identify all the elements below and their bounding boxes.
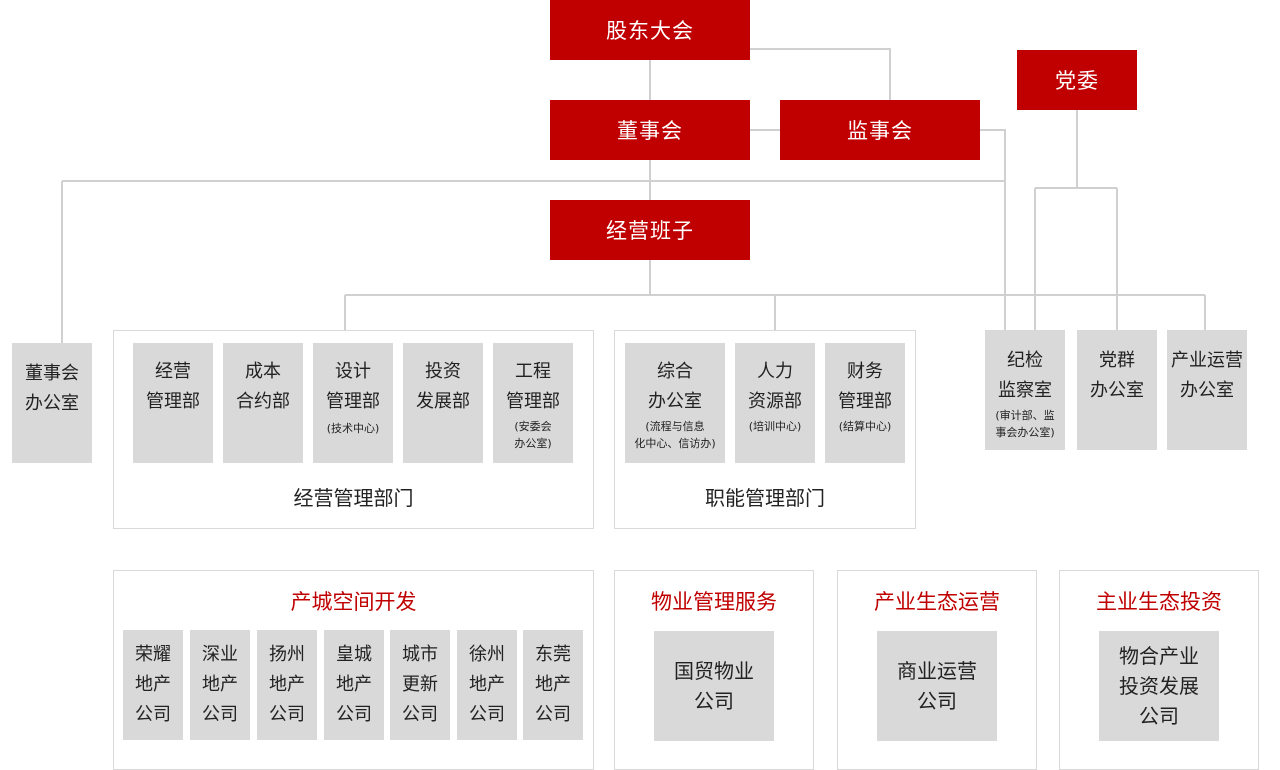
ops-unit-5-note-2: 办公室) [514,437,552,450]
company-dongguan-line-1: 东莞 [535,644,571,665]
company-guomao-line-2: 公司 [694,689,734,713]
shareholders-meeting-box: 股东大会 [550,0,750,60]
ops-unit-3: 设计 管理部 (技术中心) [313,343,393,463]
segment-property-services-title: 物业管理服务 [651,590,777,614]
board-office-line-1: 董事会 [25,363,79,384]
ops-unit-3-note: (技术中心) [326,422,380,435]
discipline-line-2: 监察室 [998,380,1052,401]
segment-core-ecosystem-investment-title: 主业生态投资 [1096,590,1222,614]
func-unit-3-line-2: 管理部 [838,391,892,412]
company-xuzhou: 徐州 地产 公司 [457,630,517,740]
functional-departments-caption: 职能管理部门 [705,486,825,510]
ops-unit-2: 成本 合约部 [223,343,303,463]
segment-industry-ecosystem-ops-title: 产业生态运营 [874,590,1000,614]
ops-unit-5-line-2: 管理部 [506,391,560,412]
company-huangcheng-line-1: 皇城 [336,644,372,665]
ops-unit-2-line-1: 成本 [245,361,281,382]
company-rongyao-line-1: 荣耀 [135,644,171,665]
board-office-line-2: 办公室 [25,393,79,414]
company-commercial-ops-line-2: 公司 [917,689,957,713]
company-urban-renewal-line-3: 公司 [402,704,438,725]
company-commercial-ops-line-1: 商业运营 [897,659,977,683]
management-team-box: 经营班子 [550,200,750,260]
func-unit-2-line-2: 资源部 [748,391,802,412]
ops-unit-5-note-1: (安委会 [514,420,552,433]
func-unit-2-note: (培训中心) [748,420,802,433]
func-unit-2: 人力 资源部 (培训中心) [735,343,815,463]
ops-unit-3-line-2: 管理部 [326,391,380,412]
discipline-note-1: (审计部、监 [995,409,1055,422]
supervisory-board-box: 监事会 [780,100,980,160]
company-xuzhou-line-1: 徐州 [469,644,505,665]
ops-unit-5-line-1: 工程 [515,361,551,382]
func-unit-1-line-2: 办公室 [648,391,702,412]
company-urban-renewal: 城市 更新 公司 [390,630,450,740]
operations-departments-frame [113,330,594,529]
party-mass-line-1: 党群 [1099,350,1135,371]
company-huangcheng: 皇城 地产 公司 [324,630,384,740]
func-unit-1-note-2: 化中心、信访办) [634,437,716,450]
company-guomao-property: 国贸物业 公司 [654,631,774,741]
company-guomao-line-1: 国贸物业 [674,659,754,683]
func-unit-2-line-1: 人力 [757,361,793,382]
ops-unit-5: 工程 管理部 (安委会 办公室) [493,343,573,463]
company-urban-renewal-line-2: 更新 [402,674,438,695]
company-shenye: 深业 地产 公司 [190,630,250,740]
company-shenye-line-1: 深业 [202,644,238,665]
func-unit-1-note-1: (流程与信息 [645,420,705,433]
company-yangzhou-line-2: 地产 [269,674,305,695]
func-unit-3-line-1: 财务 [847,361,883,382]
func-unit-1-line-1: 综合 [657,361,693,382]
party-mass-office: 党群 办公室 [1077,330,1157,450]
ops-unit-1: 经营 管理部 [133,343,213,463]
company-commercial-operations: 商业运营 公司 [877,631,997,741]
operations-departments-caption: 经营管理部门 [293,486,414,510]
func-unit-3: 财务 管理部 (结算中心) [825,343,905,463]
functional-departments-frame [614,330,916,529]
company-rongyao: 荣耀 地产 公司 [123,630,183,740]
party-committee-box: 党委 [1017,50,1137,110]
company-xuzhou-line-2: 地产 [469,674,505,695]
func-unit-3-note: (结算中心) [838,420,892,433]
company-urban-renewal-line-1: 城市 [402,644,438,665]
ops-unit-2-line-2: 合约部 [236,391,290,412]
company-dongguan-line-3: 公司 [535,704,571,725]
company-rongyao-line-2: 地产 [135,674,171,695]
company-dongguan: 东莞 地产 公司 [523,630,583,740]
industry-operations-office: 产业运营 办公室 [1167,330,1247,450]
discipline-line-1: 纪检 [1007,350,1043,371]
company-yangzhou-line-1: 扬州 [269,644,305,665]
company-dongguan-line-2: 地产 [535,674,571,695]
company-xuzhou-line-3: 公司 [469,704,505,725]
company-shenye-line-3: 公司 [202,704,238,725]
industry-ops-line-2: 办公室 [1180,380,1234,401]
board-office-box: 董事会 办公室 [12,343,92,463]
ops-unit-1-line-2: 管理部 [146,391,200,412]
company-yangzhou-line-3: 公司 [269,704,305,725]
company-huangcheng-line-2: 地产 [336,674,372,695]
discipline-inspection-office: 纪检 监察室 (审计部、监 事会办公室) [985,330,1065,450]
industry-ops-line-1: 产业运营 [1171,350,1243,371]
company-rongyao-line-3: 公司 [135,704,171,725]
ops-unit-1-line-1: 经营 [155,361,191,382]
company-wuhe-line-2: 投资发展 [1119,674,1199,698]
company-huangcheng-line-3: 公司 [336,704,372,725]
ops-unit-4-line-1: 投资 [425,361,461,382]
company-yangzhou: 扬州 地产 公司 [257,630,317,740]
company-shenye-line-2: 地产 [202,674,238,695]
company-wuhe-industry-investment: 物合产业 投资发展 公司 [1099,631,1219,741]
ops-unit-4-line-2: 发展部 [416,391,470,412]
company-wuhe-line-3: 公司 [1139,704,1179,728]
ops-unit-3-line-1: 设计 [335,361,371,382]
board-of-directors-box: 董事会 [550,100,750,160]
segment-urban-development-title: 产城空间开发 [290,590,417,614]
func-unit-1: 综合 办公室 (流程与信息 化中心、信访办) [625,343,725,463]
party-mass-line-2: 办公室 [1090,380,1144,401]
company-wuhe-line-1: 物合产业 [1119,644,1199,668]
discipline-note-2: 事会办公室) [995,426,1055,439]
ops-unit-4: 投资 发展部 [403,343,483,463]
